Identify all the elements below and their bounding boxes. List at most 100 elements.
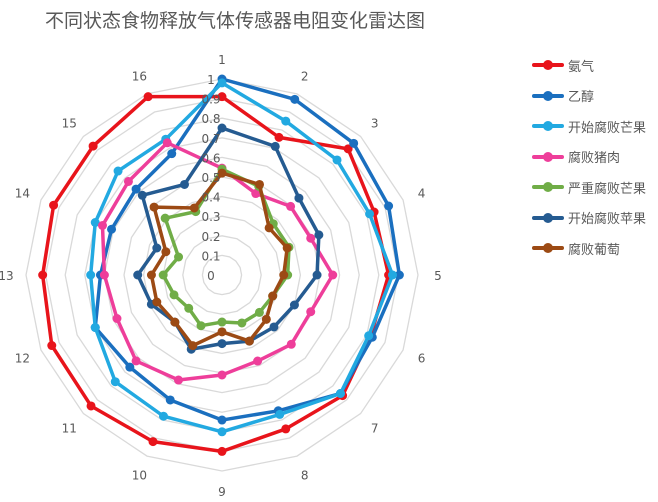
data-point bbox=[86, 401, 96, 411]
data-point bbox=[254, 307, 264, 317]
grid-ring bbox=[25, 78, 419, 472]
data-point bbox=[217, 123, 227, 133]
grid-ring bbox=[182, 235, 262, 315]
grid-ring bbox=[162, 215, 282, 335]
legend-marker-icon bbox=[532, 60, 564, 71]
data-point bbox=[384, 201, 394, 211]
radial-tick-label: 0.5 bbox=[201, 171, 220, 185]
data-point bbox=[281, 424, 291, 434]
data-point bbox=[196, 321, 206, 331]
data-point bbox=[253, 356, 263, 366]
data-point bbox=[289, 300, 299, 310]
data-point bbox=[158, 411, 168, 421]
data-point bbox=[286, 201, 296, 211]
data-point bbox=[274, 132, 284, 142]
data-point bbox=[160, 213, 170, 223]
data-point bbox=[146, 270, 156, 280]
legend-label: 乙醇 bbox=[568, 90, 595, 106]
radial-tick-label: 0.8 bbox=[201, 112, 220, 126]
legend-item: 腐败葡萄 bbox=[532, 233, 646, 264]
data-point bbox=[217, 415, 227, 425]
data-point bbox=[217, 317, 227, 327]
category-label: 11 bbox=[62, 422, 77, 436]
data-point bbox=[169, 290, 179, 300]
category-label: 10 bbox=[132, 469, 147, 483]
data-point bbox=[312, 270, 322, 280]
legend-marker-icon bbox=[532, 90, 564, 101]
legend-label: 腐败猪肉 bbox=[568, 151, 621, 167]
category-label: 4 bbox=[418, 186, 426, 200]
data-point bbox=[38, 270, 48, 280]
data-point bbox=[173, 375, 183, 385]
data-point bbox=[189, 203, 199, 213]
data-point bbox=[131, 356, 141, 366]
legend-label: 氨气 bbox=[568, 59, 595, 75]
legend: 氨气乙醇开始腐败芒果腐败猪肉严重腐败芒果开始腐败苹果腐败葡萄 bbox=[532, 50, 646, 264]
legend-marker-icon bbox=[532, 121, 564, 132]
category-label: 1 bbox=[218, 53, 226, 67]
data-point bbox=[268, 291, 278, 301]
legend-item: 开始腐败芒果 bbox=[532, 111, 646, 142]
data-point bbox=[125, 362, 135, 372]
radial-tick-label: 0.6 bbox=[201, 151, 220, 165]
legend-marker-icon bbox=[532, 151, 564, 162]
data-point bbox=[133, 270, 143, 280]
data-point bbox=[217, 92, 227, 102]
data-point bbox=[217, 327, 227, 337]
legend-label: 开始腐败苹果 bbox=[568, 212, 647, 228]
data-point bbox=[314, 230, 324, 240]
radial-tick-label: 0.3 bbox=[201, 210, 220, 224]
data-point bbox=[237, 318, 247, 328]
data-point bbox=[148, 437, 158, 447]
legend-label: 严重腐败芒果 bbox=[568, 181, 647, 197]
legend-item: 乙醇 bbox=[532, 81, 646, 112]
data-point bbox=[110, 377, 120, 387]
category-label: 5 bbox=[434, 269, 442, 283]
data-point bbox=[152, 243, 162, 253]
data-point bbox=[286, 339, 296, 349]
data-point bbox=[251, 189, 261, 199]
data-point bbox=[388, 270, 398, 280]
category-label: 15 bbox=[62, 116, 77, 130]
category-label: 9 bbox=[218, 485, 226, 499]
data-point bbox=[113, 166, 123, 176]
legend-marker-icon bbox=[532, 212, 564, 223]
data-point bbox=[294, 193, 304, 203]
data-point bbox=[217, 168, 227, 178]
data-point bbox=[217, 370, 227, 380]
data-point bbox=[143, 92, 153, 102]
category-label: 13 bbox=[0, 269, 14, 283]
category-label: 12 bbox=[15, 352, 30, 366]
data-point bbox=[217, 78, 227, 88]
data-point bbox=[255, 179, 265, 189]
data-point bbox=[290, 94, 300, 104]
data-point bbox=[107, 224, 117, 234]
data-point bbox=[170, 317, 180, 327]
data-point bbox=[244, 336, 254, 346]
legend-marker-icon bbox=[532, 182, 564, 193]
category-label: 16 bbox=[132, 69, 147, 83]
radial-tick-label: 0.7 bbox=[201, 132, 220, 146]
data-point bbox=[349, 138, 359, 148]
legend-item: 腐败猪肉 bbox=[532, 142, 646, 173]
radial-tick-label: 0.1 bbox=[201, 249, 220, 263]
data-point bbox=[161, 247, 171, 257]
data-point bbox=[306, 307, 316, 317]
radial-tick-label: 0.4 bbox=[201, 191, 220, 205]
data-point bbox=[282, 243, 292, 253]
data-point bbox=[90, 217, 100, 227]
data-point bbox=[184, 303, 194, 313]
data-point bbox=[131, 184, 141, 194]
data-point bbox=[279, 270, 289, 280]
data-point bbox=[264, 223, 274, 233]
data-point bbox=[167, 149, 177, 159]
data-point bbox=[88, 141, 98, 151]
data-point bbox=[97, 220, 107, 230]
legend-item: 严重腐败芒果 bbox=[532, 172, 646, 203]
data-point bbox=[261, 314, 271, 324]
data-point bbox=[343, 144, 353, 154]
category-label: 7 bbox=[371, 422, 379, 436]
data-point bbox=[394, 270, 404, 280]
legend-item: 氨气 bbox=[532, 50, 646, 81]
